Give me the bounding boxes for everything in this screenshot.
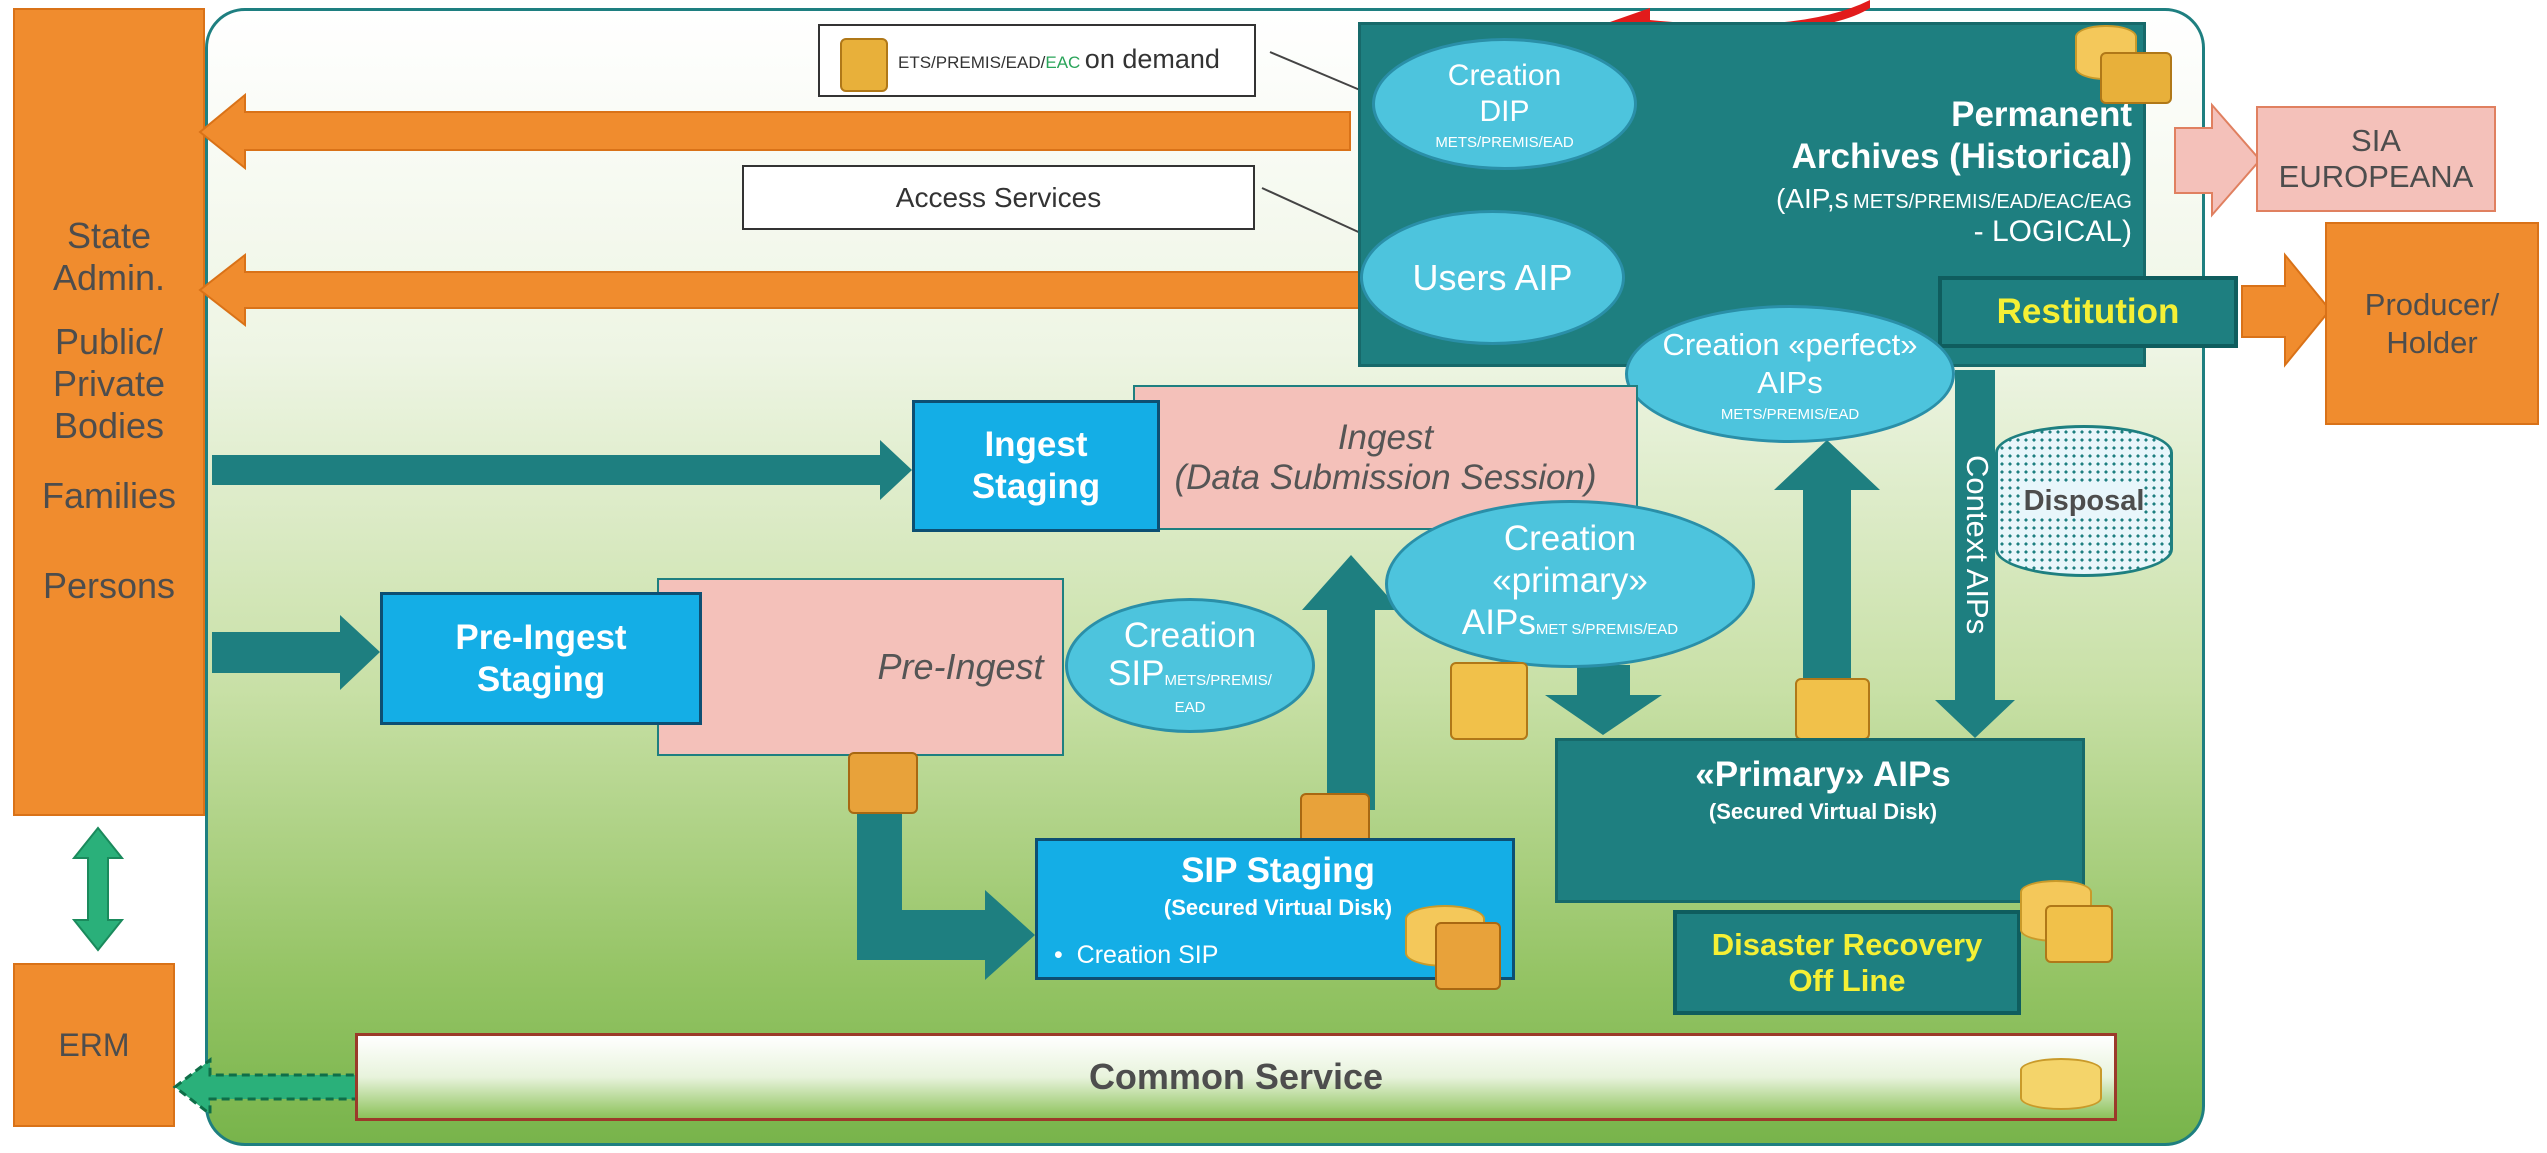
creation-primary-line3: AIPsMET S/PREMIS/EAD (1462, 602, 1678, 651)
state-admin-label: State Admin. (52, 215, 166, 298)
stakeholders-box: State Admin. Public/ Private Bodies Fami… (13, 8, 205, 816)
dip-delivery-arrow (198, 92, 1351, 171)
sia-arrow (2174, 102, 2262, 218)
primary-aips-box: «Primary» AIPs (Secured Virtual Disk) (1555, 738, 2085, 903)
creation-sip-sip: SIP (1108, 653, 1165, 693)
creation-dip-ellipse: Creation DIP METS/PREMIS/EAD (1372, 38, 1637, 170)
restitution-box: Restitution (1938, 276, 2238, 348)
creation-perfect-aips-ellipse: Creation «perfect» AIPs METS/PREMIS/EAD (1625, 305, 1955, 443)
disaster-lock-folder-icon (2045, 905, 2113, 963)
sip-database-folder-icon (1435, 922, 1501, 990)
sip-staging-subtitle: (Secured Virtual Disk) (1163, 895, 1393, 920)
ingest-staging-label: Ingest Staging (971, 425, 1101, 506)
creation-primary-formats: MET S/PREMIS/EAD (1535, 620, 1679, 638)
common-service-label: Common Service (1088, 1056, 1384, 1097)
pre-ingest-folder-icon (848, 752, 918, 814)
pre-ingest-label: Pre-Ingest (877, 646, 1044, 687)
permanent-sub-suffix: - LOGICAL) (1973, 215, 2132, 248)
permanent-sub-prefix: (AIP,s (1775, 183, 1849, 214)
common-service-database-icon (2020, 1058, 2102, 1110)
creation-sip-ellipse: Creation SIPMETS/PREMIS/ EAD (1065, 598, 1315, 733)
sia-europeana-box: SIA EUROPEANA (2256, 106, 2496, 212)
to-primary-aips-arrow (1545, 665, 1662, 735)
folder-icon (840, 38, 888, 92)
erm-label: ERM (58, 1026, 130, 1063)
permanent-title-line1: Permanent (1951, 95, 2132, 134)
creation-primary-aips-ellipse: Creation «primary» AIPsMET S/PREMIS/EAD (1385, 500, 1755, 668)
primary-aips-subtitle: (Secured Virtual Disk) (1708, 799, 1938, 824)
users-aip-label: Users AIP (1412, 256, 1573, 298)
on-demand-text: ETS/PREMIS/EAD/EAC on demand (898, 44, 1220, 75)
public-private-label: Public/ Private Bodies (52, 321, 166, 446)
producer-holder-box: Producer/ Holder (2325, 222, 2539, 425)
creation-primary-line2: «primary» (1492, 560, 1648, 600)
users-aip-ellipse: Users AIP (1360, 210, 1625, 345)
erm-box: ERM (13, 963, 175, 1127)
permanent-title-line2: Archives (Historical) (1791, 137, 2132, 176)
creation-dip-title: Creation DIP (1447, 58, 1562, 128)
sip-staging-bullet: Creation SIP (1076, 941, 1219, 969)
pre-ingest-staging-box: Pre-Ingest Staging (380, 592, 702, 725)
families-label: Families (41, 475, 176, 516)
creation-dip-formats: METS/PREMIS/EAD (1435, 133, 1574, 151)
permanent-archives-title: Permanent Archives (Historical) (AIP,s M… (1700, 95, 2132, 249)
persons-label: Persons (42, 565, 176, 606)
sip-to-primary-arrow (1302, 555, 1400, 810)
disaster-recovery-line2: Off Line (1788, 962, 1906, 998)
creation-primary-line1: Creation (1503, 518, 1637, 558)
pre-ingest-box: Pre-Ingest (657, 578, 1064, 756)
permanent-sub-formats: METS/PREMIS/EAD/EAC/EAG (1853, 191, 2132, 213)
erm-vertical-arrow (71, 826, 125, 952)
bullet-icon: • (1054, 941, 1077, 969)
disposal-cylinder: Disposal (1995, 425, 2173, 577)
ingest-staging-box: Ingest Staging (912, 400, 1160, 532)
on-demand-callout-line (1269, 51, 1361, 91)
creation-perfect-title: Creation «perfect» AIPs (1662, 326, 1918, 400)
on-demand-formats: ETS/PREMIS/EAD/ (898, 53, 1046, 72)
access-callout-line (1261, 187, 1366, 236)
on-demand-box: ETS/PREMIS/EAD/EAC on demand (818, 24, 1256, 97)
perfect-lock-folder-icon (1795, 678, 1870, 740)
restitution-label: Restitution (1996, 292, 2180, 331)
creation-sip-line2: SIPMETS/PREMIS/ (1108, 653, 1272, 699)
primary-aips-title: «Primary» AIPs (1695, 755, 1951, 794)
on-demand-suffix: on demand (1084, 44, 1220, 74)
primary-lock-folder-icon (1450, 662, 1528, 740)
creation-sip-formats2: EAD (1174, 698, 1206, 716)
access-delivery-arrow (198, 252, 1363, 328)
creation-sip-line1: Creation (1123, 615, 1257, 655)
pre-ingest-staging-label: Pre-Ingest Staging (455, 617, 627, 699)
ingest-session-line1: Ingest (1337, 417, 1434, 457)
on-demand-formats-eac: EAC (1045, 53, 1081, 72)
creation-sip-formats: METS/PREMIS/ (1164, 671, 1272, 689)
sip-staging-title: SIP Staging (1181, 851, 1375, 890)
ingest-arrow (212, 440, 912, 500)
ingest-session-line2: (Data Submission Session) (1174, 457, 1597, 497)
sip-staging-bullet-row: • Creation SIP (1054, 941, 1218, 970)
creation-primary-aips: AIPs (1461, 602, 1536, 642)
primary-to-perfect-arrow (1774, 440, 1880, 735)
access-services-box: Access Services (742, 165, 1255, 230)
permanent-subtitle: (AIP,s METS/PREMIS/EAD/EAC/EAG (1700, 183, 2132, 215)
pre-ingest-to-sip-arrow (857, 800, 1035, 980)
sia-europeana-label: SIA EUROPEANA (2278, 123, 2474, 194)
creation-perfect-formats: METS/PREMIS/EAD (1720, 405, 1860, 423)
archive-lock-folder-icon (2100, 52, 2172, 104)
disaster-recovery-box: Disaster Recovery Off Line (1673, 910, 2021, 1015)
pre-ingest-arrow (212, 615, 380, 690)
access-services-label: Access Services (895, 181, 1102, 213)
producer-holder-label: Producer/ Holder (2364, 286, 2500, 360)
disaster-recovery-line1: Disaster Recovery (1711, 926, 1983, 962)
context-aips-label: Context AIPs (1960, 455, 1995, 635)
producer-arrow (2241, 252, 2332, 368)
disposal-label: Disposal (2023, 484, 2145, 518)
common-service-bar: Common Service (355, 1033, 2117, 1121)
